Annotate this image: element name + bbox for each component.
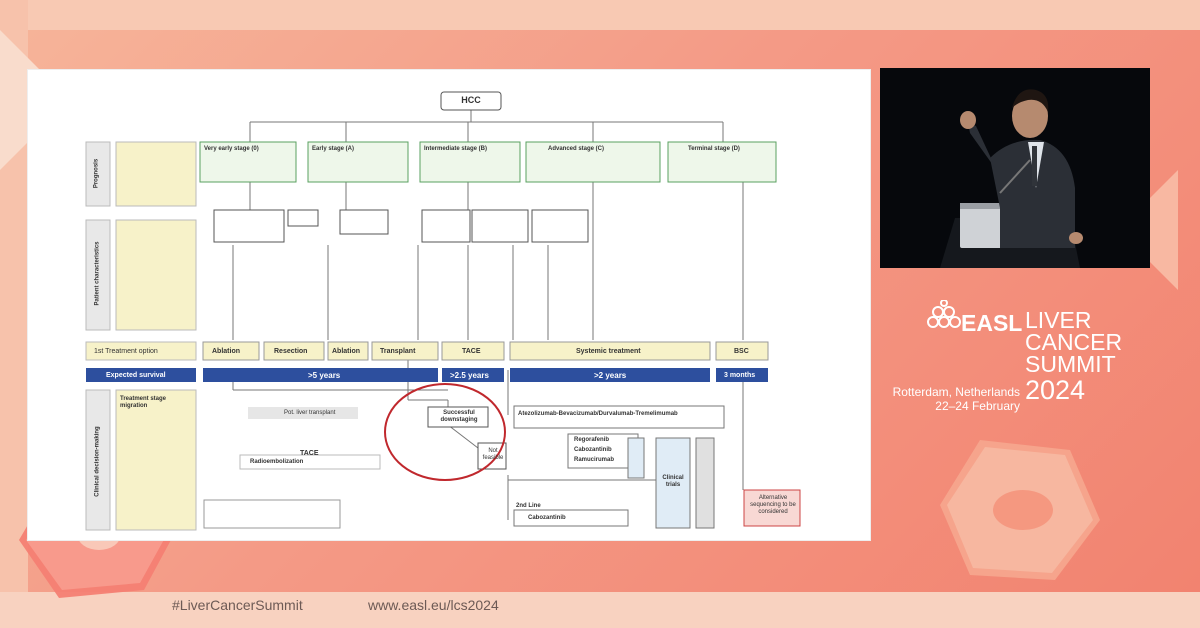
title-line-3: SUMMIT [1025, 351, 1116, 377]
root-label: HCC [461, 95, 481, 105]
bsc-alternative: Alternative sequencing to be considered [750, 495, 796, 515]
survival-row-label: Expected survival [106, 372, 166, 379]
sys-caboz-2: Cabozantinib [528, 515, 566, 521]
stage-a: Early stage (A) [312, 146, 355, 152]
speaker-video [880, 68, 1150, 268]
event-year: 2024 [1025, 375, 1086, 405]
row-label-decision: Clinical decision-making [94, 426, 101, 497]
treatment-ablation-2: Ablation [332, 348, 360, 355]
tace-label: TACE [300, 450, 319, 457]
treatment-transplant: Transplant [380, 348, 416, 355]
easl-wordmark: EASL [961, 310, 1023, 336]
treatment-row-label: 1st Treatment option [94, 348, 158, 355]
event-location: Rotterdam, Netherlands [892, 385, 1020, 399]
title-line-2: CANCER [1025, 329, 1123, 355]
radio-label: Radioembolization [250, 459, 304, 465]
top-band [0, 0, 1200, 30]
stage-d: Terminal stage (D) [688, 146, 740, 152]
sys-first-line: Atezolizumab-Bevacizumab/Durvalumab-Trem… [518, 411, 678, 417]
title-line-1: LIVER [1025, 307, 1092, 333]
survival-2-5y: >2.5 years [450, 371, 489, 380]
presentation-slide: HCC Very early stage (0) Early stage (A)… [28, 70, 870, 540]
survival-3m: 3 months [724, 372, 756, 379]
event-title: LIVER CANCER SUMMIT [1025, 307, 1155, 377]
stage-c: Advanced stage (C) [548, 146, 605, 152]
bclc-flowchart [85, 91, 801, 531]
row-label-prognosis: Prognosis [93, 158, 100, 189]
lt-label: Pot. liver transplant [284, 410, 336, 416]
sys-clinical-trials: Clinical trials [662, 475, 684, 488]
treatment-tace: TACE [462, 348, 481, 355]
stage-0: Very early stage (0) [204, 146, 259, 152]
treatment-ablation: Ablation [212, 348, 240, 355]
survival-2y: >2 years [594, 371, 627, 380]
sys-regorafenib: Regorafenib [574, 437, 610, 443]
stage-b: Intermediate stage (B) [424, 146, 488, 152]
event-dates: 22–24 February [935, 399, 1020, 413]
bottom-band [0, 592, 1200, 628]
survival-5y: >5 years [308, 371, 341, 380]
hashtag: #LiverCancerSummit [172, 597, 303, 613]
website-link[interactable]: www.easl.eu/lcs2024 [368, 597, 499, 613]
not-feasible-label: Not feasible [482, 448, 504, 461]
easl-dots-icon [927, 300, 961, 328]
treatment-bsc: BSC [734, 348, 749, 355]
sys-cabozantinib: Cabozantinib [574, 447, 612, 453]
treatment-resection: Resection [274, 348, 308, 355]
decision-label: Treatment stage migration [120, 396, 167, 409]
speaker-icon [880, 68, 1150, 268]
treatment-systemic: Systemic treatment [576, 348, 641, 355]
downstaging-label: Successful downstaging [440, 410, 478, 423]
event-place: Rotterdam, Netherlands 22–24 February [890, 385, 1020, 413]
row-label-patient: Patient characteristics [94, 241, 101, 306]
sys-2nd-line: 2nd Line [516, 503, 541, 509]
easl-logo: EASL LIVER CANCER SUMMIT Rotterdam, Neth… [893, 296, 1155, 416]
hexagon-icon-right [940, 440, 1100, 580]
sys-ramucirumab: Ramucirumab [574, 457, 615, 463]
